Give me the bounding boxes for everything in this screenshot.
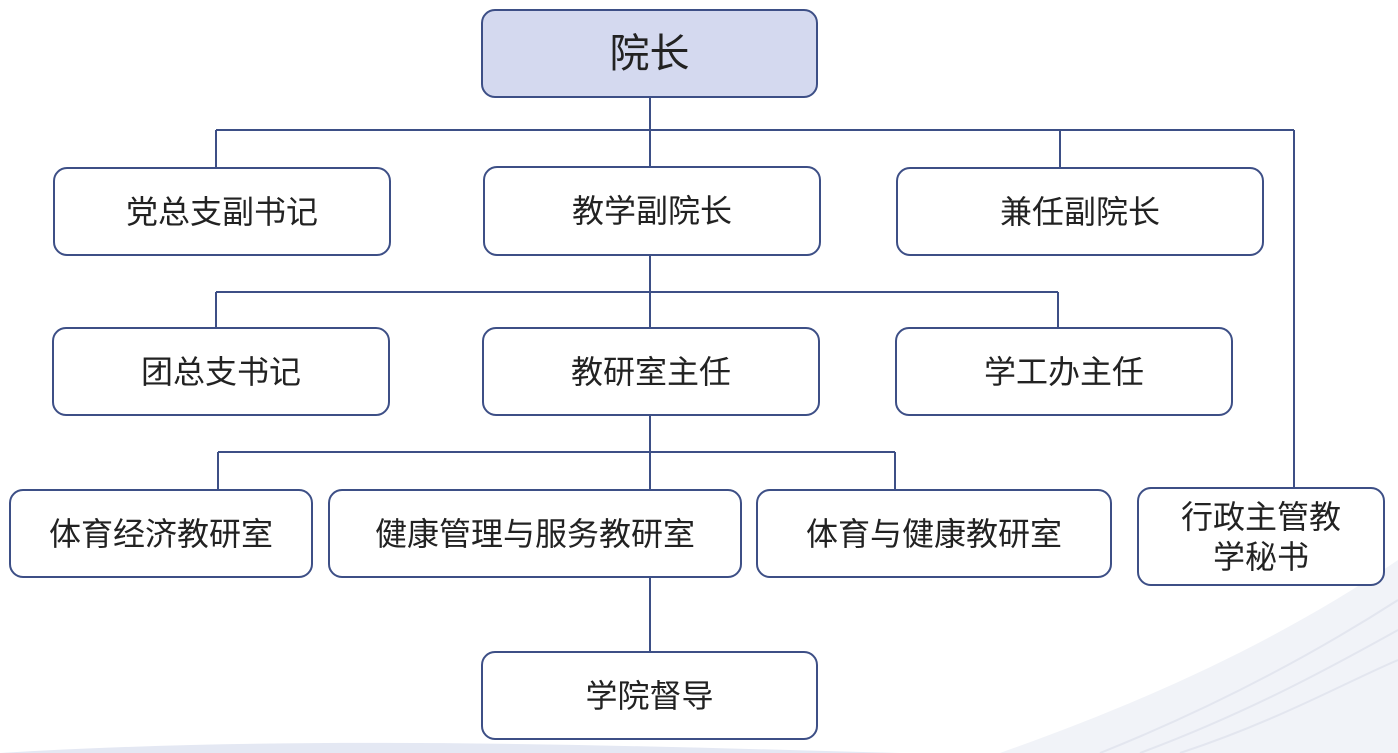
party-deputy-secretary-label: 党总支副书记 — [125, 192, 318, 231]
admin-teaching-secretary-box: 行政主管教学秘书 — [1137, 487, 1385, 586]
research-director-label: 教研室主任 — [570, 352, 731, 391]
dean-label: 院长 — [609, 30, 690, 77]
student-affairs-director-label: 学工办主任 — [983, 352, 1144, 391]
admin-teaching-secretary-label: 行政主管教学秘书 — [1181, 497, 1342, 576]
concurrent-vice-dean-box: 兼任副院长 — [896, 167, 1264, 256]
party-deputy-secretary-box: 党总支副书记 — [53, 167, 391, 256]
league-secretary-label: 团总支书记 — [140, 352, 301, 391]
teaching-vice-dean-label: 教学副院长 — [571, 192, 732, 230]
teaching-vice-dean-box: 教学副院长 — [483, 166, 821, 256]
sports-economics-office-box: 体育经济教研室 — [9, 489, 313, 578]
dean-box: 院长 — [481, 9, 818, 98]
research-director-box: 教研室主任 — [482, 327, 820, 416]
league-secretary-box: 团总支书记 — [52, 327, 390, 416]
sports-health-office-label: 体育与健康教研室 — [805, 514, 1062, 553]
college-supervision-label: 学院督导 — [585, 676, 714, 715]
concurrent-vice-dean-label: 兼任副院长 — [999, 192, 1160, 231]
sports-health-office-box: 体育与健康教研室 — [756, 489, 1112, 578]
student-affairs-director-box: 学工办主任 — [895, 327, 1233, 416]
health-management-office-label: 健康管理与服务教研室 — [374, 514, 695, 553]
college-supervision-box: 学院督导 — [481, 651, 818, 740]
health-management-office-box: 健康管理与服务教研室 — [328, 489, 742, 578]
sports-economics-office-label: 体育经济教研室 — [48, 514, 273, 553]
